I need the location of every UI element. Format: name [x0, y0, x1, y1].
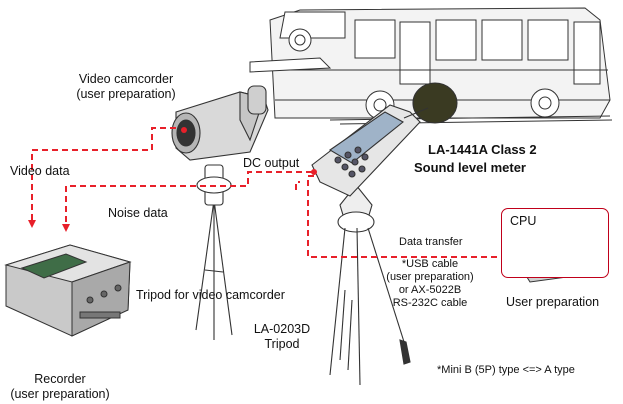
noise-data-label: Noise data — [108, 206, 168, 220]
noise-data-line — [62, 171, 312, 232]
recorder-icon — [4, 244, 132, 337]
meter-tripod-label: LA-0203D Tripod — [242, 322, 322, 352]
recorder-note: (user preparation) — [10, 387, 110, 401]
cpu-label: CPU — [510, 214, 537, 228]
usb-note-label: (user preparation) — [386, 271, 474, 283]
footnote: *Mini B (5P) type <=> A type — [437, 364, 575, 376]
camcorder-label: Video camcorder (user preparation) — [66, 72, 186, 102]
camcorder-note: (user preparation) — [76, 87, 176, 101]
camcorder-icon — [171, 85, 269, 161]
recorder-title: Recorder — [34, 372, 86, 386]
data-transfer-label: Data transfer — [399, 236, 463, 248]
dc-output-label: DC output — [243, 156, 300, 170]
usb-cable-label: *USB cable — [401, 258, 459, 270]
sound-level-meter-icon — [311, 82, 458, 197]
recorder-label: Recorder (user preparation) — [0, 372, 120, 402]
tripod-camcorder-label: Tripod for video camcorder — [136, 288, 285, 302]
meter-tripod-model: LA-0203D — [253, 322, 311, 336]
bus-icon — [249, 7, 613, 125]
rs232-label: RS-232C cable — [392, 297, 468, 309]
connection-lines — [28, 127, 524, 261]
cable-note: *USB cable (user preparation) or AX-5022… — [370, 258, 490, 310]
data-transfer-line — [307, 175, 524, 261]
tripod-icon — [195, 164, 233, 340]
cpu-box — [501, 208, 609, 278]
meter-model-label: LA-1441A Class 2 — [428, 142, 537, 157]
meter-tripod-name: Tripod — [264, 337, 300, 351]
dc-output-line — [295, 181, 300, 190]
video-data-label: Video data — [10, 164, 70, 178]
meter-name-label: Sound level meter — [414, 160, 526, 175]
user-preparation-label: User preparation — [506, 295, 600, 309]
or-cable-label: or AX-5022B — [398, 284, 462, 296]
video-data-line — [28, 127, 176, 228]
camcorder-title: Video camcorder — [78, 72, 174, 86]
